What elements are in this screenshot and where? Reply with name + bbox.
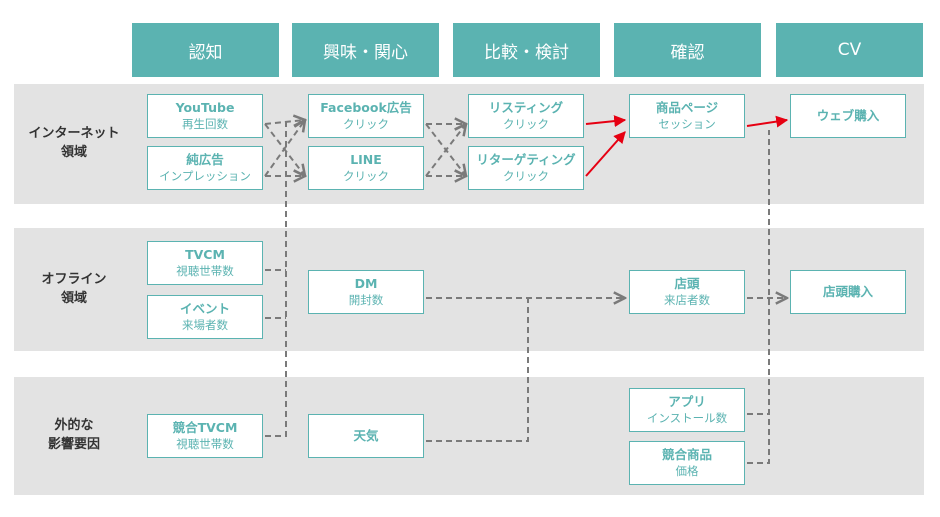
node-youtube: YouTube 再生回数 [147, 94, 263, 138]
connector-puread-facebook [264, 120, 305, 177]
node-facebook-ad: Facebook広告 クリック [308, 94, 424, 138]
stage-interest: 興味・関心 [292, 23, 439, 77]
connector-weather-dm [426, 298, 529, 442]
node-metric: クリック [343, 169, 389, 183]
node-title: アプリ [668, 394, 706, 409]
node-metric: 再生回数 [182, 117, 228, 131]
node-title: リスティング [488, 100, 564, 115]
node-title: 純広告 [186, 152, 224, 167]
stage-comparison: 比較・検討 [453, 23, 600, 77]
node-competitor-tvcm: 競合TVCM 視聴世帯数 [147, 414, 263, 458]
node-metric: 視聴世帯数 [176, 437, 234, 451]
node-title: 商品ページ [655, 100, 719, 115]
stage-confirmation: 確認 [614, 23, 761, 77]
connector-line-listing [425, 124, 466, 177]
row-label-external: 外的な 影響要因 [47, 418, 100, 452]
node-title: 店頭 [674, 276, 700, 291]
node-retargeting: リターゲティング クリック [468, 146, 584, 190]
node-title: 競合商品 [661, 447, 712, 462]
connector-youtube-line [264, 123, 305, 176]
highlight-arrow-productpage-webpurchase [746, 115, 789, 128]
node-weather: 天気 [308, 414, 424, 458]
node-metric: クリック [343, 117, 389, 131]
node-metric: セッション [658, 117, 716, 131]
node-title: リターゲティング [476, 152, 576, 167]
row-label-internet: インターネット 領域 [28, 126, 120, 160]
node-web-purchase: ウェブ購入 [790, 94, 906, 138]
node-title: ウェブ購入 [816, 108, 880, 123]
node-listing: リスティング クリック [468, 94, 584, 138]
row-label-offline: オフライン 領域 [41, 271, 107, 306]
stage-awareness: 認知 [132, 23, 279, 77]
stage-conversion: CV [776, 23, 923, 77]
node-metric: インストール数 [646, 411, 728, 425]
node-competitor-price: 競合商品 価格 [629, 441, 745, 485]
node-title: 競合TVCM [172, 420, 238, 435]
node-app: アプリ インストール数 [629, 388, 745, 432]
node-title: LINE [350, 152, 382, 167]
node-metric: 来店者数 [664, 293, 710, 307]
node-title: 店頭購入 [822, 284, 873, 299]
node-title: 天気 [353, 428, 379, 443]
node-metric: 開封数 [348, 293, 384, 307]
node-metric: クリック [503, 169, 549, 183]
node-tvcm: TVCM 視聴世帯数 [147, 241, 263, 285]
node-line: LINE クリック [308, 146, 424, 190]
node-title: DM [354, 276, 378, 291]
node-metric: 来場者数 [182, 318, 228, 332]
node-event: イベント 来場者数 [147, 295, 263, 339]
node-metric: 視聴世帯数 [176, 264, 234, 278]
node-metric: クリック [503, 117, 549, 131]
node-title: イベント [179, 301, 230, 316]
node-product-page: 商品ページ セッション [629, 94, 745, 138]
node-title: YouTube [175, 100, 235, 115]
node-title: TVCM [185, 247, 225, 262]
highlight-arrow-retargeting-productpage [585, 131, 626, 177]
node-store-purchase: 店頭購入 [790, 270, 906, 314]
highlight-arrow-listing-productpage [585, 115, 627, 128]
node-pure-ad: 純広告 インプレッション [147, 146, 263, 190]
node-metric: インプレッション [159, 169, 251, 183]
connector-competitor-tvcm-trunk [265, 122, 287, 437]
node-dm: DM 開封数 [308, 270, 424, 314]
node-title: Facebook広告 [320, 100, 412, 115]
connector-competitor-price-trunk [747, 130, 770, 464]
node-storefront: 店頭 来店者数 [629, 270, 745, 314]
node-metric: 価格 [675, 464, 699, 478]
